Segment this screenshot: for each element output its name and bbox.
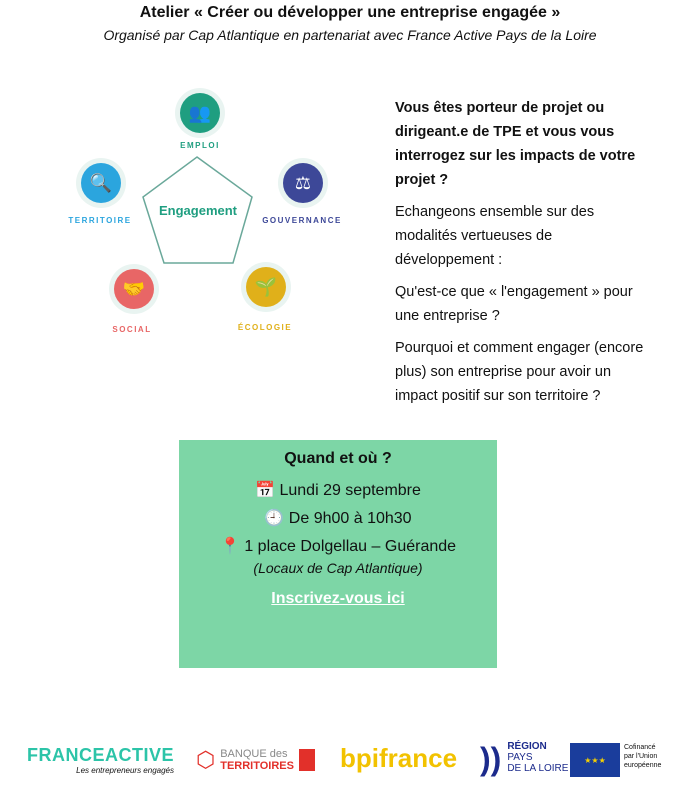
diagram-center-label: Engagement xyxy=(158,203,237,218)
scales-icon: ⚖ xyxy=(283,163,323,203)
page-title: Atelier « Créer ou développer une entrep… xyxy=(139,4,561,21)
intro-paragraph: Pourquoi et comment engager (encore plus… xyxy=(395,340,644,404)
intro-question: Vous êtes porteur de projet ou dirigeant… xyxy=(395,100,636,188)
partner-logos: FRANCEACTIVE Les entrepreneurs engagés ⬡… xyxy=(0,735,700,785)
plant-hand-icon: 🌱 xyxy=(246,267,286,307)
pentagon-shape xyxy=(142,156,253,264)
intro-text: Vous êtes porteur de projet ou dirigeant… xyxy=(395,96,645,416)
event-heading: Quand et où ? xyxy=(284,450,392,467)
engagement-diagram: Engagement 👥 EMPLOI ⚖ GOUVERNANCE 🌱 ÉCOL… xyxy=(68,85,350,335)
eu-flag-icon: ★★★ xyxy=(570,743,620,777)
event-place: 1 place Dolgellau – Guérande xyxy=(244,538,457,555)
logo-text: RÉGION xyxy=(507,741,547,752)
event-info-box: Quand et où ? 📅 Lundi 29 septembre 🕘 De … xyxy=(179,440,497,668)
hexagon-icon: ⬡ xyxy=(196,747,216,772)
register-link[interactable]: Inscrivez-vous ici xyxy=(271,590,405,607)
calendar-icon: 📅 xyxy=(255,482,276,499)
pillar-label: GOUVERNANCE xyxy=(262,216,342,225)
logo-text: Cofinancé par l'Union européenne xyxy=(624,744,662,769)
bpifrance-logo: bpifrance xyxy=(340,743,458,773)
event-place-note: (Locaux de Cap Atlantique) xyxy=(253,560,423,576)
logo-text: PAYS xyxy=(507,752,533,763)
intro-paragraph: Qu'est-ce que « l'engagement » pour une … xyxy=(395,284,633,324)
pillar-label: TERRITOIRE xyxy=(68,216,132,225)
pillar-label: ÉCOLOGIE xyxy=(237,323,293,332)
event-time: De 9h00 à 10h30 xyxy=(288,510,412,527)
france-active-logo: FRANCEACTIVE Les entrepreneurs engagés xyxy=(27,745,174,775)
clock-icon: 🕘 xyxy=(264,510,285,527)
page-subtitle: Organisé par Cap Atlantique en partenari… xyxy=(103,27,597,43)
map-search-icon: 🔍 xyxy=(81,163,121,203)
pillar-label: SOCIAL xyxy=(112,325,152,334)
logo-text: TERRITOIRES xyxy=(220,760,294,772)
region-mark-icon: )) xyxy=(480,741,502,777)
people-icon: 👥 xyxy=(180,93,220,133)
logo-text: FRANCEACTIVE xyxy=(27,745,175,765)
intro-paragraph: Echangeons ensemble sur des modalités ve… xyxy=(395,204,595,268)
event-date: Lundi 29 septembre xyxy=(279,482,421,499)
logo-tagline: Les entrepreneurs engagés xyxy=(76,766,175,775)
pillar-label: EMPLOI xyxy=(180,141,220,150)
eu-logo: ★★★ Cofinancé par l'Union européenne xyxy=(570,743,664,777)
logo-text: DE LA LOIRE xyxy=(507,763,569,774)
logo-text: BANQUE des xyxy=(220,748,288,760)
handshake-icon: 🤝 xyxy=(114,269,154,309)
pin-icon: 📍 xyxy=(219,538,240,555)
logo-block xyxy=(298,749,315,771)
